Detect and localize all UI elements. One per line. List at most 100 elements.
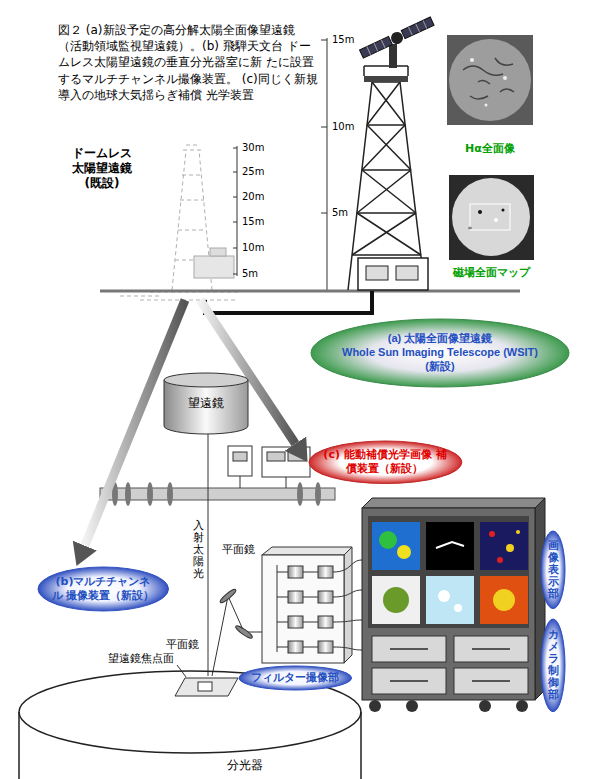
filter-unit: [262, 555, 344, 663]
filter-unit-ellipse: フィルター撮像部: [238, 665, 353, 691]
filter-unit: [318, 591, 333, 603]
h-alpha-image: [503, 76, 507, 80]
wsit-ellipse: (a) 太陽全面像望遠鏡Whole Sun Imaging Telescope …: [310, 318, 570, 388]
mirror-label: 平面鏡: [222, 543, 255, 556]
plane-mirror: [234, 624, 253, 640]
optical-bench: [100, 446, 335, 506]
camera-control-ellipse-text: カメラ制御部: [548, 629, 559, 702]
control-cabinet: [362, 498, 545, 712]
spectrograph-cylinder-outline: [19, 712, 361, 779]
spectrograph-cylinder-text: 分光器: [227, 758, 263, 773]
signal-cable: [205, 291, 372, 313]
light-path: [212, 596, 262, 676]
optical-bench: [297, 482, 303, 506]
filter-unit: [344, 547, 352, 663]
domeless-telescope: [120, 145, 240, 300]
multichannel-ellipse: (b)マルチチャンネル 撮像装置（新設）: [37, 566, 169, 612]
filter-unit: [288, 566, 303, 578]
optical-bench: [125, 482, 131, 506]
light-beam: [208, 434, 209, 676]
filter-unit: [288, 591, 303, 603]
telescope-callout: ドームレス 太陽望遠鏡 (既設): [66, 140, 242, 300]
adaptive-optics-ellipse-text: (c) 能動補償光学画像 補償装置（新設）: [323, 448, 447, 476]
wsit-telescope: [389, 30, 405, 46]
control-cabinet: [497, 557, 503, 563]
optical-bench: [228, 446, 252, 476]
h-alpha-image: [447, 35, 533, 125]
height-mark: 10m: [332, 121, 354, 133]
image-label: Hα全面像: [465, 142, 515, 155]
filter-unit: [288, 566, 333, 653]
control-cabinet: [438, 590, 450, 602]
ground-line: [100, 290, 520, 293]
dome-building: [194, 256, 234, 278]
magnetogram-image: [478, 210, 482, 214]
magnetogram-image: [449, 175, 534, 260]
filter-unit: [288, 616, 303, 628]
control-cabinet: [362, 508, 535, 700]
height-mark: 10m: [242, 242, 264, 254]
filter-unit: [277, 572, 318, 647]
control-cabinet: [369, 700, 381, 712]
adaptive-optics-ellipse: (c) 能動補償光学画像 補償装置（新設）: [308, 440, 463, 485]
optical-bench: [147, 482, 153, 506]
wsit-telescope: [367, 20, 427, 54]
telescope-cylinder-outline: [164, 380, 248, 434]
h-alpha-image: [463, 58, 514, 99]
mirror-label: 平面鏡: [166, 638, 199, 651]
control-cabinet: [516, 700, 528, 712]
dome-building: [210, 248, 226, 256]
optical-bench: [233, 452, 247, 461]
domeless-telescope: [120, 292, 240, 300]
filter-unit: [288, 641, 303, 653]
height-mark: 20m: [242, 191, 264, 203]
height-mark: 5m: [242, 268, 258, 280]
optical-bench: [167, 482, 173, 506]
telescope-cylinder: 望遠鏡: [163, 372, 249, 434]
plane-mirror: [219, 588, 238, 605]
control-cabinet: [426, 522, 474, 570]
optical-bench: [288, 452, 306, 461]
filter-unit: [262, 547, 352, 663]
magnetogram-image: [452, 178, 530, 256]
control-cabinet: [397, 545, 411, 559]
observation-hut: [366, 266, 388, 280]
focal-plane: [198, 682, 212, 691]
image-label: 磁場全面マップ: [453, 266, 530, 279]
control-cabinet: [480, 576, 528, 624]
figure-caption: 図２ (a)新設予定の高分解太陽全面像望遠鏡 （活動領域監視望遠鏡）。(b) 飛…: [58, 22, 320, 103]
multichannel-ellipse-text: (b)マルチチャンネル 撮像装置（新設）: [51, 575, 155, 603]
wsit-ellipse-outline: [311, 319, 569, 387]
filter-unit: [318, 616, 333, 628]
wsit-tower: [364, 66, 408, 76]
focal-plane-label: 望遠鏡焦点面: [108, 652, 174, 665]
display-unit-ellipse: 画像表示部: [540, 530, 566, 610]
control-cabinet: [406, 700, 418, 712]
observation-hut: [358, 258, 428, 290]
control-cabinet: [454, 604, 462, 612]
control-cabinet: [480, 522, 528, 570]
magnetogram-image: [470, 204, 510, 230]
optical-bench: [315, 482, 321, 506]
control-cabinet: [372, 522, 420, 570]
wsit-ellipse-text: (a) 太陽全面像望遠鏡: [388, 332, 493, 346]
height-scale: [321, 38, 327, 290]
filter-unit: [318, 641, 333, 653]
adaptive-optics-ellipse-outline: [309, 441, 462, 484]
control-cabinet: [383, 587, 409, 613]
magnetogram-image: [449, 175, 534, 260]
camera-control-ellipse: カメラ制御部: [540, 618, 566, 713]
control-cabinet: [516, 530, 520, 534]
display-unit-ellipse-text: 画像表示部: [548, 540, 559, 600]
filter-unit: [318, 566, 333, 578]
h-alpha-image: [447, 35, 533, 125]
h-alpha-image: [449, 39, 531, 121]
display-unit-ellipse-outline: [541, 531, 565, 609]
wsit-ellipse-text: Whole Sun Imaging Telescope (WSIT): [342, 346, 538, 360]
optical-bench: [262, 447, 310, 477]
control-cabinet: [489, 531, 495, 537]
control-cabinet: [362, 498, 545, 508]
